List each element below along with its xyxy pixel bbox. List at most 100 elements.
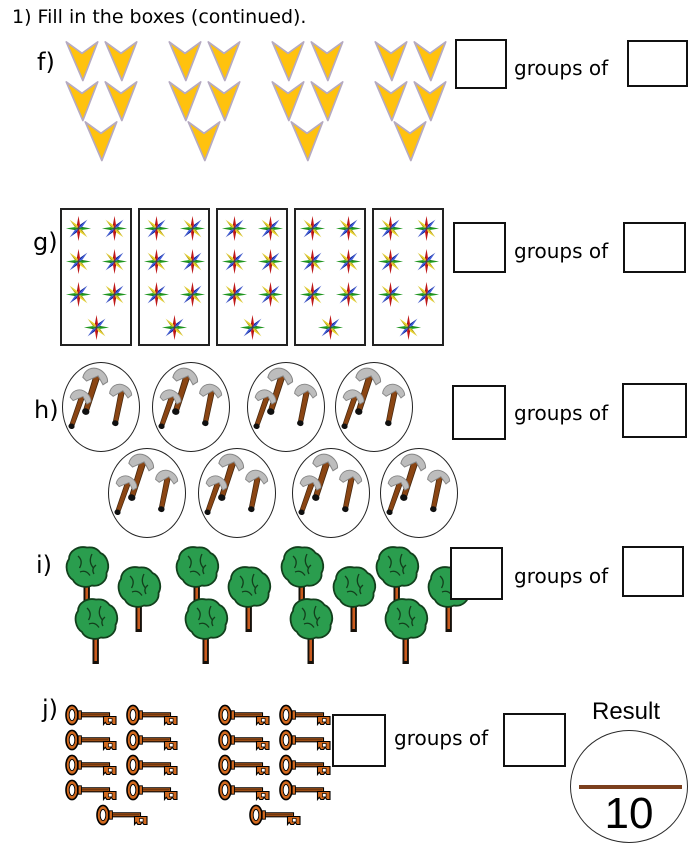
- hammer-icon: [339, 469, 363, 513]
- star-icon: [101, 248, 127, 275]
- star-icon: [413, 281, 439, 308]
- star-icon: [335, 215, 361, 242]
- hammer-circle: [198, 448, 276, 538]
- hammer-circle: [152, 362, 230, 452]
- tree-icon: [65, 546, 110, 612]
- hammer-icon: [382, 383, 406, 427]
- star-icon: [161, 314, 187, 341]
- hammer-icon: [68, 389, 92, 430]
- yellow-arrow-icon: [290, 121, 324, 162]
- row-g-group-size-box[interactable]: [623, 222, 686, 273]
- star-icon: [335, 248, 361, 275]
- star-box: [138, 208, 210, 346]
- yellow-arrow-icon: [309, 81, 344, 122]
- hammer-icon: [427, 469, 451, 513]
- yellow-arrow-icon: [373, 41, 408, 82]
- hammer-icon: [298, 475, 322, 516]
- key-icon: [65, 704, 117, 726]
- tree-icon: [384, 598, 429, 664]
- yellow-arrow-icon: [309, 41, 344, 82]
- tree-icon: [175, 546, 220, 612]
- row-i-group-size-box[interactable]: [622, 546, 684, 597]
- key-icon: [218, 754, 270, 776]
- star-icon: [413, 248, 439, 275]
- star-icon: [179, 248, 205, 275]
- tree-icon: [74, 598, 119, 664]
- yellow-arrow-icon: [103, 81, 138, 122]
- star-icon: [143, 215, 169, 242]
- row-label-h: h): [34, 396, 59, 424]
- key-icon: [126, 754, 178, 776]
- key-icon: [279, 779, 331, 801]
- tree-icon: [280, 546, 325, 612]
- yellow-arrow-icon: [167, 41, 202, 82]
- yellow-arrow-icon: [393, 121, 427, 162]
- star-icon: [83, 314, 109, 341]
- yellow-arrow-icon: [270, 41, 305, 82]
- hammer-icon: [82, 367, 109, 415]
- yellow-arrow-icon: [187, 121, 221, 162]
- yellow-arrow-icon: [167, 81, 202, 122]
- arrow-group: [167, 39, 241, 163]
- hammer-icon: [341, 389, 365, 430]
- yellow-arrow-icon: [64, 81, 99, 122]
- tree-icon: [227, 566, 272, 632]
- star-icon: [257, 281, 283, 308]
- row-i-groups-of-label: groups of: [514, 564, 609, 588]
- hammer-circle: [335, 362, 413, 452]
- result-circle[interactable]: 10: [570, 730, 688, 843]
- star-icon: [377, 248, 403, 275]
- row-j-group-size-box[interactable]: [503, 713, 566, 767]
- key-icon: [95, 804, 148, 826]
- hammer-icon: [155, 469, 179, 513]
- arrow-group: [373, 39, 447, 163]
- row-h-groups: [62, 362, 462, 542]
- row-i-groups-count-box[interactable]: [450, 547, 503, 600]
- row-f-groups: [64, 39, 447, 163]
- key-icon: [279, 729, 331, 751]
- hammer-icon: [253, 389, 277, 430]
- yellow-arrow-icon: [412, 41, 447, 82]
- star-icon: [143, 248, 169, 275]
- star-icon: [413, 215, 439, 242]
- row-g-groups: [60, 208, 444, 346]
- star-icon: [317, 314, 343, 341]
- row-f-groups-of-label: groups of: [514, 56, 609, 80]
- row-j-groups-count-box[interactable]: [332, 714, 386, 767]
- star-icon: [299, 215, 325, 242]
- row-h-groups-count-box[interactable]: [452, 385, 506, 440]
- row-h-group-size-box[interactable]: [622, 383, 687, 438]
- key-icon: [126, 779, 178, 801]
- star-icon: [221, 281, 247, 308]
- row-f-groups-count-box[interactable]: [455, 39, 507, 89]
- star-box: [216, 208, 288, 346]
- hammer-circle: [380, 448, 458, 538]
- key-icon: [279, 754, 331, 776]
- star-icon: [377, 215, 403, 242]
- row-j-groups-of-label: groups of: [394, 726, 489, 750]
- row-g-groups-of-label: groups of: [514, 239, 609, 263]
- star-icon: [257, 215, 283, 242]
- row-g-groups-count-box[interactable]: [453, 222, 506, 273]
- hammer-icon: [245, 469, 269, 513]
- star-icon: [101, 215, 127, 242]
- hammer-icon: [158, 389, 182, 430]
- star-box: [372, 208, 444, 346]
- key-icon: [126, 704, 178, 726]
- row-label-i: i): [36, 551, 53, 579]
- star-icon: [335, 281, 361, 308]
- yellow-arrow-icon: [103, 41, 138, 82]
- key-group: [218, 704, 331, 826]
- yellow-arrow-icon: [64, 41, 99, 82]
- hammer-circle: [62, 362, 140, 452]
- key-group: [65, 704, 178, 826]
- key-icon: [65, 729, 117, 751]
- yellow-arrow-icon: [206, 81, 241, 122]
- star-icon: [179, 215, 205, 242]
- star-icon: [239, 314, 265, 341]
- yellow-arrow-icon: [270, 81, 305, 122]
- tree-icon: [117, 566, 162, 632]
- key-icon: [218, 704, 270, 726]
- row-f-group-size-box[interactable]: [627, 40, 688, 87]
